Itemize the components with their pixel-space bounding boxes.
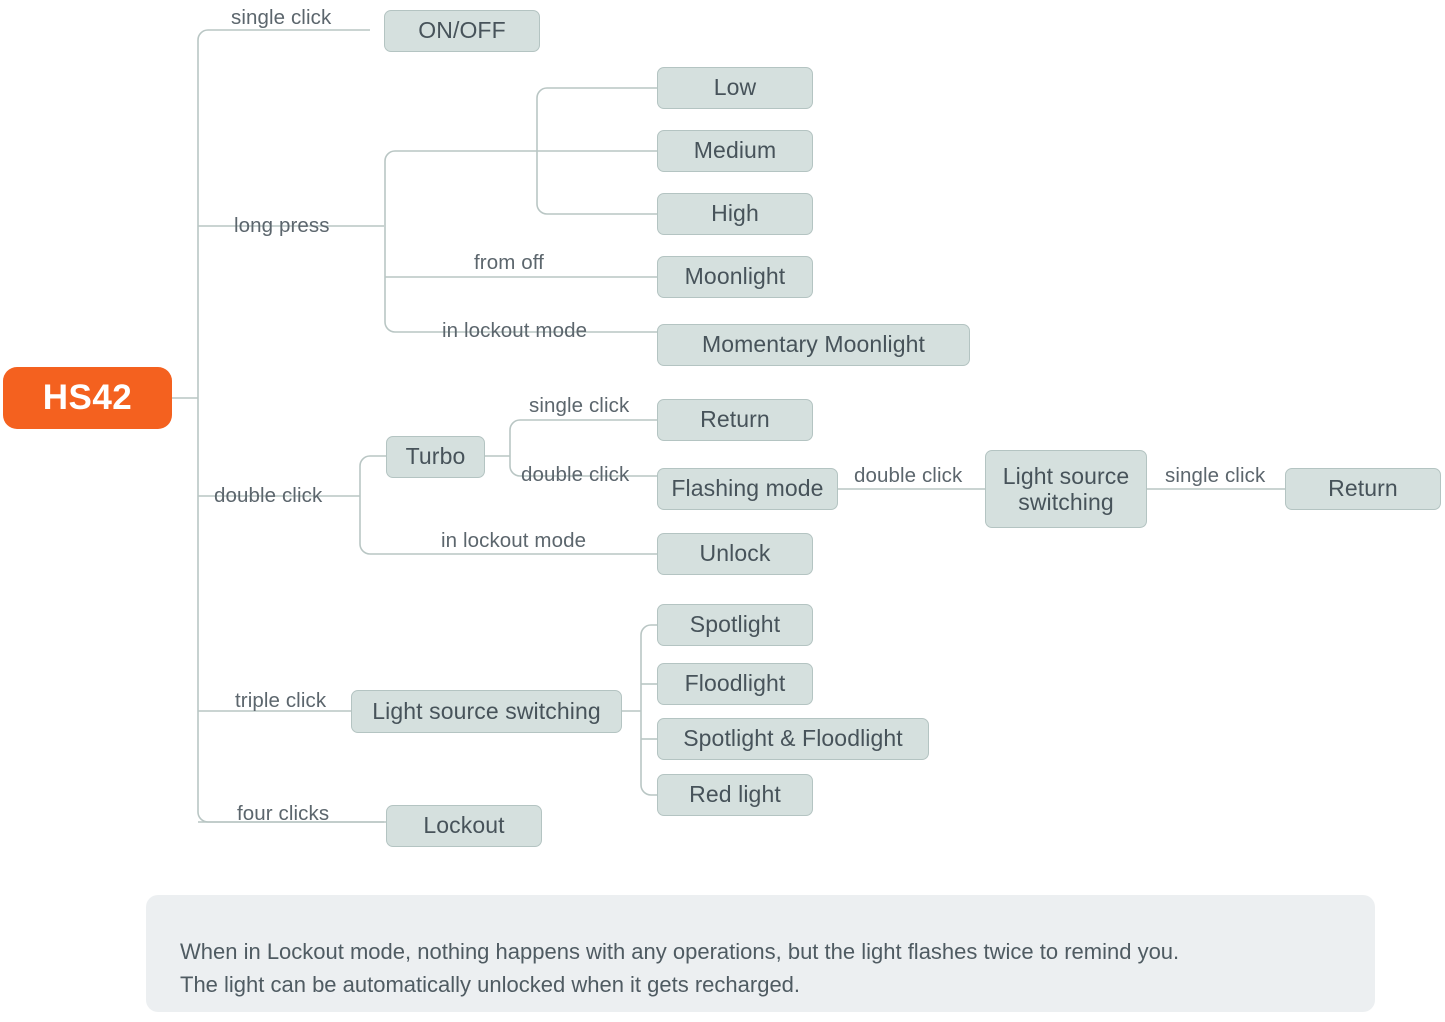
- node-return-2[interactable]: Return: [1285, 468, 1441, 510]
- wire-lss2-subtrunk: [640, 624, 657, 796]
- node-moonlight[interactable]: Moonlight: [657, 256, 813, 298]
- root-node-label: HS42: [42, 378, 133, 417]
- edge-label-double-click-flashing: double click: [854, 464, 963, 487]
- node-label: Unlock: [699, 540, 771, 567]
- node-turbo[interactable]: Turbo: [386, 436, 485, 478]
- edge-label-long-press: long press: [234, 214, 330, 237]
- edge-label-four-clicks: four clicks: [237, 802, 330, 825]
- note-line-2: The light can be automatically unlocked …: [180, 972, 801, 998]
- node-label: Return: [700, 406, 770, 433]
- edge-label-in-lockout-mode: in lockout mode: [442, 319, 588, 342]
- wire-longpress-subtrunk: [384, 150, 657, 333]
- edge-label-double-click: double click: [214, 484, 323, 507]
- node-medium[interactable]: Medium: [657, 130, 813, 172]
- node-return-1[interactable]: Return: [657, 399, 813, 441]
- node-label: Turbo: [405, 443, 466, 470]
- node-label: Moonlight: [684, 263, 786, 290]
- node-label: Low: [713, 74, 757, 101]
- node-label: Spotlight & Floodlight: [683, 725, 903, 752]
- node-label: Medium: [693, 137, 777, 164]
- node-spotlight-and-floodlight[interactable]: Spotlight & Floodlight: [657, 718, 929, 760]
- node-label: High: [711, 200, 759, 227]
- edge-label-triple-click: triple click: [235, 689, 327, 712]
- edge-label-from-off: from off: [474, 251, 544, 274]
- edge-label-in-lockout-mode-2: in lockout mode: [441, 529, 587, 552]
- root-node-hs42[interactable]: HS42: [3, 367, 172, 429]
- node-lockout[interactable]: Lockout: [386, 805, 542, 847]
- node-label: Flashing mode: [671, 475, 824, 502]
- node-label: ON/OFF: [418, 17, 506, 44]
- node-spotlight[interactable]: Spotlight: [657, 604, 813, 646]
- edge-label-double-click-turbo: double click: [521, 463, 630, 486]
- node-momentary-moonlight[interactable]: Momentary Moonlight: [657, 324, 970, 366]
- node-label: Momentary Moonlight: [701, 331, 926, 358]
- node-label-line2: switching: [1018, 489, 1114, 515]
- wire-intensity-subtrunk: [536, 87, 657, 215]
- node-label: Red light: [689, 781, 781, 808]
- node-label: Spotlight: [689, 611, 781, 638]
- node-label: Lockout: [423, 812, 505, 839]
- node-label-line1: Light source: [1002, 462, 1130, 489]
- node-light-source-switching-1[interactable]: Light source switching: [985, 450, 1147, 528]
- node-label: Return: [1328, 475, 1398, 502]
- node-floodlight[interactable]: Floodlight: [657, 663, 813, 705]
- note-line-1: When in Lockout mode, nothing happens wi…: [180, 939, 1180, 964]
- node-high[interactable]: High: [657, 193, 813, 235]
- node-label: Floodlight: [684, 670, 786, 697]
- node-on-off[interactable]: ON/OFF: [384, 10, 540, 52]
- node-flashing-mode[interactable]: Flashing mode: [657, 468, 838, 510]
- edge-label-single-click-turbo: single click: [529, 394, 630, 417]
- node-light-source-switching-2[interactable]: Light source switching: [351, 690, 622, 733]
- lockout-note-box: When in Lockout mode, nothing happens wi…: [146, 895, 1375, 1012]
- node-red-light[interactable]: Red light: [657, 774, 813, 816]
- node-low[interactable]: Low: [657, 67, 813, 109]
- edge-label-single-click: single click: [231, 6, 332, 29]
- node-label: Light source switching: [372, 697, 601, 724]
- edge-label-single-click-lss: single click: [1165, 464, 1266, 487]
- node-unlock[interactable]: Unlock: [657, 533, 813, 575]
